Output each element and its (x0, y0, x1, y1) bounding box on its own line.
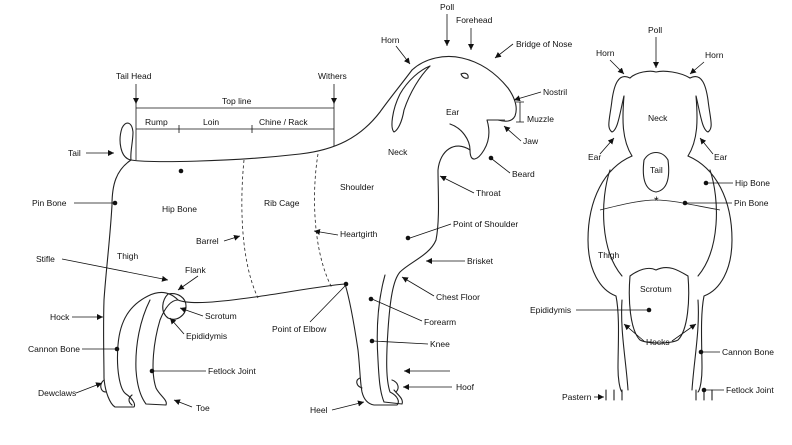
label-horn: Horn (381, 35, 400, 45)
rear-label-thigh: Thigh (598, 250, 620, 260)
label-tail: Tail (68, 148, 81, 158)
top-line-bracket (135, 101, 335, 160)
label-heel: Heel (310, 405, 328, 415)
label-epididymis: Epididymis (186, 331, 227, 341)
label-forehead: Forehead (456, 15, 493, 25)
label-flank: Flank (185, 265, 207, 275)
label-chine-rack: Chine / Rack (259, 117, 308, 127)
label-hock: Hock (50, 312, 70, 322)
rear-label-pastern: Pastern (562, 392, 592, 402)
label-scrotum: Scrotum (205, 311, 237, 321)
rear-label-poll: Poll (648, 25, 662, 35)
label-barrel: Barrel (196, 236, 219, 246)
label-pin-bone: Pin Bone (32, 198, 67, 208)
label-thigh: Thigh (117, 251, 139, 261)
label-top-line: Top line (222, 96, 252, 106)
label-toe: Toe (196, 403, 210, 413)
rear-label-tail: Tail (650, 165, 663, 175)
label-chest-floor: Chest Floor (436, 292, 480, 302)
label-neck: Neck (388, 147, 408, 157)
label-fetlock-joint: Fetlock Joint (208, 366, 256, 376)
rear-view-goat-outline (587, 70, 733, 401)
rear-label-neck: Neck (648, 113, 668, 123)
rear-label-horn-left: Horn (596, 48, 615, 58)
rear-label-pin-bone: Pin Bone (734, 198, 769, 208)
rear-label-hip-bone: Hip Bone (735, 178, 770, 188)
label-muzzle: Muzzle (527, 114, 554, 124)
label-poll: Poll (440, 2, 454, 12)
label-point-of-elbow: Point of Elbow (272, 324, 327, 334)
label-rib-cage: Rib Cage (264, 198, 300, 208)
rear-label-horn-right: Horn (705, 50, 724, 60)
label-ear: Ear (446, 107, 459, 117)
label-hoof: Hoof (456, 382, 475, 392)
barrel-dashed-line (241, 159, 259, 299)
label-forearm: Forearm (424, 317, 456, 327)
label-dewclaws: Dewclaws (38, 388, 76, 398)
label-heartgirth: Heartgirth (340, 229, 378, 239)
label-loin: Loin (203, 117, 219, 127)
rear-label-cannon-bone: Cannon Bone (722, 347, 774, 357)
label-tail-head: Tail Head (116, 71, 152, 81)
label-stifle: Stifle (36, 254, 55, 264)
label-hip-bone: Hip Bone (162, 204, 197, 214)
rear-label-scrotum: Scrotum (640, 284, 672, 294)
label-beard: Beard (512, 169, 535, 179)
label-shoulder: Shoulder (340, 182, 374, 192)
rear-label-ear-right: Ear (714, 152, 727, 162)
label-jaw: Jaw (523, 136, 539, 146)
rear-label-hocks: Hocks (646, 337, 670, 347)
rear-label-fetlock-joint: Fetlock Joint (726, 385, 774, 395)
heartgirth-dashed-line (314, 153, 333, 289)
label-point-of-shoulder: Point of Shoulder (453, 219, 518, 229)
label-brisket: Brisket (467, 256, 494, 266)
label-cannon-bone: Cannon Bone (28, 344, 80, 354)
rear-label-epididymis: Epididymis (530, 305, 571, 315)
rear-tail-star: * (654, 194, 659, 208)
label-rump: Rump (145, 117, 168, 127)
label-knee: Knee (430, 339, 450, 349)
label-throat: Throat (476, 188, 501, 198)
label-nostril: Nostril (543, 87, 567, 97)
rear-label-ear-left: Ear (588, 152, 601, 162)
label-bridge-of-nose: Bridge of Nose (516, 39, 572, 49)
label-withers: Withers (318, 71, 347, 81)
